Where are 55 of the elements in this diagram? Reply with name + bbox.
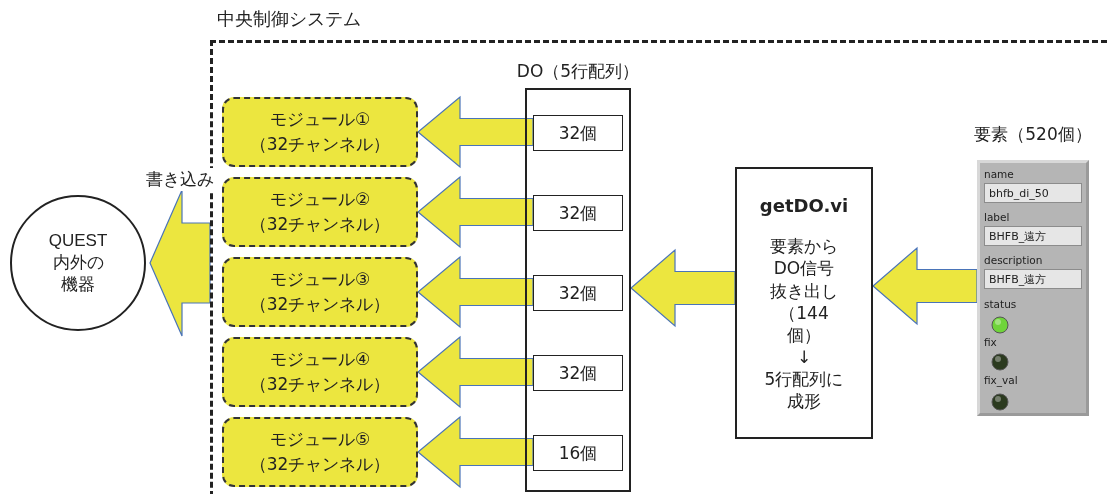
array-cell bbox=[533, 195, 623, 231]
process-description: ↓ bbox=[796, 345, 812, 368]
field-label: label bbox=[984, 211, 1010, 223]
array-cell bbox=[533, 435, 623, 471]
array-cell bbox=[533, 275, 623, 311]
module-box bbox=[222, 257, 418, 327]
field-value: bhfb_di_50 bbox=[989, 186, 1049, 200]
process-title: getDO.vi bbox=[759, 193, 849, 218]
field-value: BHFB_遠方 bbox=[989, 271, 1047, 287]
process-description: 5行配列に成形 bbox=[763, 367, 845, 413]
channel-count: （32チャンネル） bbox=[249, 133, 391, 156]
block-arrow bbox=[417, 175, 534, 249]
array-cell bbox=[533, 355, 623, 391]
edge-label: 書き込み bbox=[144, 168, 216, 191]
block-arrow bbox=[149, 189, 211, 337]
array-cell bbox=[533, 115, 623, 151]
field-label: name bbox=[984, 168, 1014, 180]
text-field bbox=[984, 226, 1082, 246]
channel-count: （32チャンネル） bbox=[249, 293, 391, 316]
field-label: status bbox=[984, 298, 1017, 310]
field-label: description bbox=[984, 254, 1043, 266]
module-box bbox=[222, 177, 418, 247]
block-arrow bbox=[417, 415, 534, 489]
text-field bbox=[984, 183, 1082, 203]
field-value: BHFB_遠方 bbox=[989, 228, 1047, 244]
module-name: モジュール③ bbox=[269, 268, 371, 292]
cell-value: 32個 bbox=[558, 201, 598, 225]
field-label: fix_val bbox=[984, 374, 1018, 386]
block-arrow bbox=[872, 246, 978, 326]
module-box bbox=[222, 417, 418, 487]
module-name: モジュール⑤ bbox=[269, 428, 371, 452]
cell-value: 32個 bbox=[558, 281, 598, 305]
array-title: DO（5行配列） bbox=[516, 60, 640, 83]
panel-title: 要素（520個） bbox=[974, 123, 1092, 146]
cell-value: 32個 bbox=[558, 121, 598, 145]
block-arrow bbox=[417, 255, 534, 329]
device-label: QUEST内外の機器 bbox=[48, 229, 108, 297]
module-name: モジュール① bbox=[269, 108, 371, 132]
channel-count: （32チャンネル） bbox=[249, 453, 391, 476]
block-arrow bbox=[417, 95, 534, 169]
cell-value: 16個 bbox=[558, 441, 598, 465]
block-arrow bbox=[630, 248, 736, 328]
module-name: モジュール② bbox=[269, 188, 371, 212]
channel-count: （32チャンネル） bbox=[249, 373, 391, 396]
text-field bbox=[984, 269, 1082, 289]
module-name: モジュール④ bbox=[269, 348, 371, 372]
cell-value: 32個 bbox=[558, 361, 598, 385]
field-label: fix bbox=[984, 336, 997, 348]
module-box bbox=[222, 337, 418, 407]
system-title: 中央制御システム bbox=[217, 7, 361, 31]
process-box bbox=[735, 167, 873, 439]
process-description: 要素からDO信号抜き出し（144個） bbox=[769, 235, 839, 346]
channel-count: （32チャンネル） bbox=[249, 213, 391, 236]
module-box bbox=[222, 97, 418, 167]
block-arrow bbox=[417, 335, 534, 409]
